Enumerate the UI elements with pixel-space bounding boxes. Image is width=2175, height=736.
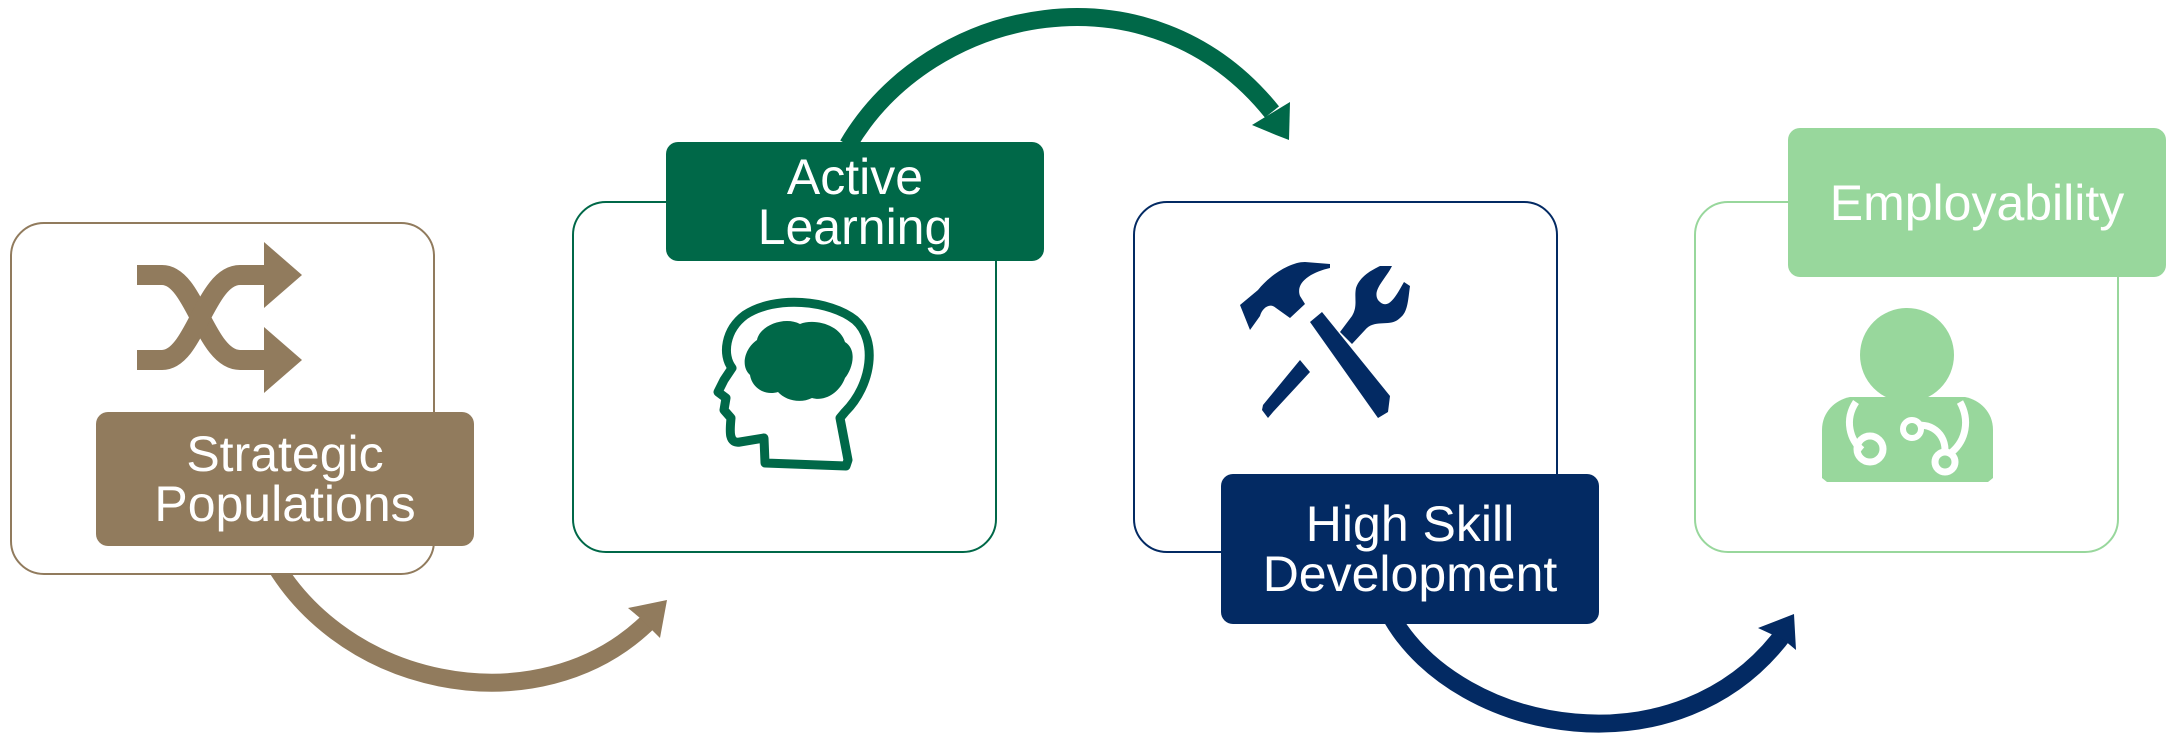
- step-label-strategic-populations: Strategic Populations: [96, 412, 474, 546]
- step-label-line1: Active: [786, 148, 924, 205]
- step-label-line2: Populations: [154, 476, 416, 532]
- step-label-line1: High Skill: [1305, 496, 1515, 552]
- arrow-3-to-4: [1384, 613, 1793, 733]
- step-label-active-learning: Active Learning: [666, 142, 1044, 261]
- step-label-line1: Strategic: [186, 426, 384, 482]
- step-label-high-skill-development: High Skill Development: [1221, 474, 1599, 624]
- arrow-2-head: [1252, 102, 1290, 140]
- step-label-line1: Employability: [1829, 174, 2125, 231]
- arrow-2-to-3: [840, 8, 1280, 150]
- arrow-1-head: [628, 600, 667, 638]
- step-label-line2: Learning: [757, 198, 953, 255]
- arrow-3-head: [1758, 614, 1796, 650]
- arrow-1-to-2: [253, 536, 657, 692]
- step-label-employability: Employability: [1788, 128, 2166, 277]
- step-label-line2: Development: [1262, 546, 1558, 602]
